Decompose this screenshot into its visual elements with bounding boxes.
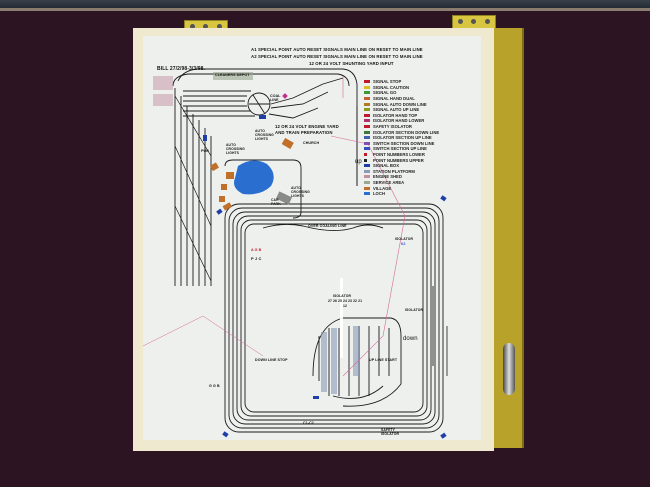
signal-go-swatch-icon: [364, 91, 370, 95]
legend-item: ENGINE SHED: [364, 174, 439, 180]
isolator-section-down-swatch-icon: [364, 130, 370, 134]
legend-item: SIGNAL BOX: [364, 163, 439, 169]
note-a1: A1 SPECIAL POINT AUTO RESET SIGNALS MAIN…: [251, 47, 423, 52]
legend-item: SIGNAL AUTO DOWN LINE: [364, 101, 439, 107]
engine-shed-swatch-icon: [364, 175, 370, 179]
village-swatch-icon: [364, 186, 370, 190]
door-handle-icon[interactable]: [503, 343, 515, 395]
legend-item: POINT NUMBERS UPPER: [364, 157, 439, 163]
isolator-tc-label: ISOLATOR: [405, 308, 424, 312]
auto-crossing-lights-1: AUTO CROSSING LIGHTS: [226, 143, 245, 155]
hinge-right-icon: [452, 15, 496, 29]
legend-item: SWITCH SECTION DOWN LINE: [364, 141, 439, 147]
isolator-right-code: K2: [401, 242, 406, 246]
signal-auto-up-swatch-icon: [364, 108, 370, 112]
switch-section-up-swatch-icon: [364, 147, 370, 151]
service-area-swatch-icon: [364, 180, 370, 184]
legend-item: SIGNAL GO: [364, 90, 439, 96]
up-line-start-label: UP LINE START: [369, 358, 398, 362]
isolator-section-up-swatch-icon: [364, 136, 370, 140]
down-direction-label: down: [403, 336, 418, 342]
signal-hand-dual-swatch-icon: [364, 97, 370, 101]
signal-box-swatch-icon: [364, 164, 370, 168]
up-direction-label: up: [355, 159, 362, 165]
legend-item: SIGNAL HAND DUAL: [364, 96, 439, 102]
shunting-input-label: 12 OR 24 VOLT SHUNTING YARD INPUT: [309, 61, 394, 66]
safety-isolator-swatch-icon: [364, 125, 370, 129]
switch-section-down-swatch-icon: [364, 141, 370, 145]
shelf-top: [0, 0, 650, 10]
train-prep-label: AND TRAIN PREPARATION: [275, 130, 333, 135]
church-label: CHURCH: [303, 141, 320, 145]
pub-label: PUB: [201, 149, 209, 153]
ggb-label: G G B: [209, 384, 220, 388]
legend-item: ISOLATOR HAND TOP: [364, 113, 439, 119]
legend-item: SIGNAL CAUTION: [364, 85, 439, 91]
isolator-center-label: ISOLATOR: [333, 294, 352, 298]
auto-crossing-lights-3: AUTO CROSSING LIGHTS: [291, 186, 310, 198]
auto-crossing-lights-2: AUTO CROSSING LIGHTS: [255, 129, 274, 141]
legend-item: SIGNAL AUTO UP LINE: [364, 107, 439, 113]
isolator-hand-lower-swatch-icon: [364, 119, 370, 123]
engine-yard-label: 12 OR 24 VOLT ENGINE YARD: [275, 124, 339, 129]
agb-label: A G B: [251, 248, 262, 252]
isolator-right-label: ISOLATOR: [395, 237, 414, 241]
track-diagram: [143, 68, 448, 439]
over-coaling-line-label: OVER COALING LINE: [308, 224, 347, 228]
down-line-stop-label: DOWN LINE STOP: [255, 358, 288, 362]
isolator-hand-top-swatch-icon: [364, 113, 370, 117]
legend: SIGNAL STOP SIGNAL CAUTION SIGNAL GO SIG…: [364, 79, 439, 196]
legend-item: SIGNAL STOP: [364, 79, 439, 85]
legend-item: STATION PLATFORM: [364, 169, 439, 175]
glass-reflection: [340, 278, 343, 358]
safety-isolator-label: SAFETY ISOLATOR: [381, 428, 400, 436]
isolator-center-numbers: 27 26 25 24 23 22 21: [328, 299, 363, 303]
c1-c2-label: C1-C2: [303, 421, 314, 425]
signal-caution-swatch-icon: [364, 85, 370, 89]
legend-item: ISOLATOR SECTION DOWN LINE: [364, 129, 439, 135]
legend-item: POINT NUMBERS LOWER: [364, 152, 439, 158]
coal-line-label: COAL LINE: [270, 94, 281, 102]
legend-item: SERVICE AREA: [364, 180, 439, 186]
legend-item: LOCH: [364, 191, 439, 197]
signal-auto-down-swatch-icon: [364, 102, 370, 106]
legend-item: ISOLATOR HAND LOWER: [364, 118, 439, 124]
station-platform-swatch-icon: [364, 169, 370, 173]
isolator-center-sub: 12: [343, 304, 347, 308]
pjc-label: P J C: [251, 256, 262, 261]
note-a2: A2 SPECIAL POINT AUTO RESET SIGNALS MAIN…: [251, 54, 423, 59]
legend-item: VILLAGE: [364, 185, 439, 191]
legend-item: SAFETY ISOLATOR: [364, 124, 439, 130]
car-park-label: CAR PARK: [271, 198, 281, 206]
loch-swatch-icon: [364, 192, 370, 196]
shelf-edge: [0, 8, 650, 11]
author-date: BILL 27/2/98-3/3/98.: [157, 66, 206, 72]
legend-item: ISOLATOR SECTION UP LINE: [364, 135, 439, 141]
cleaners-depot-label: CLEANERS DEPOT: [215, 73, 250, 77]
signal-stop-swatch-icon: [364, 80, 370, 84]
layout-diagram-sheet: BILL 27/2/98-3/3/98. A1 SPECIAL POINT AU…: [143, 36, 481, 440]
point-numbers-lower-swatch-icon: [364, 153, 367, 157]
legend-item: SWITCH SECTION UP LINE: [364, 146, 439, 152]
point-numbers-upper-swatch-icon: [364, 158, 367, 162]
